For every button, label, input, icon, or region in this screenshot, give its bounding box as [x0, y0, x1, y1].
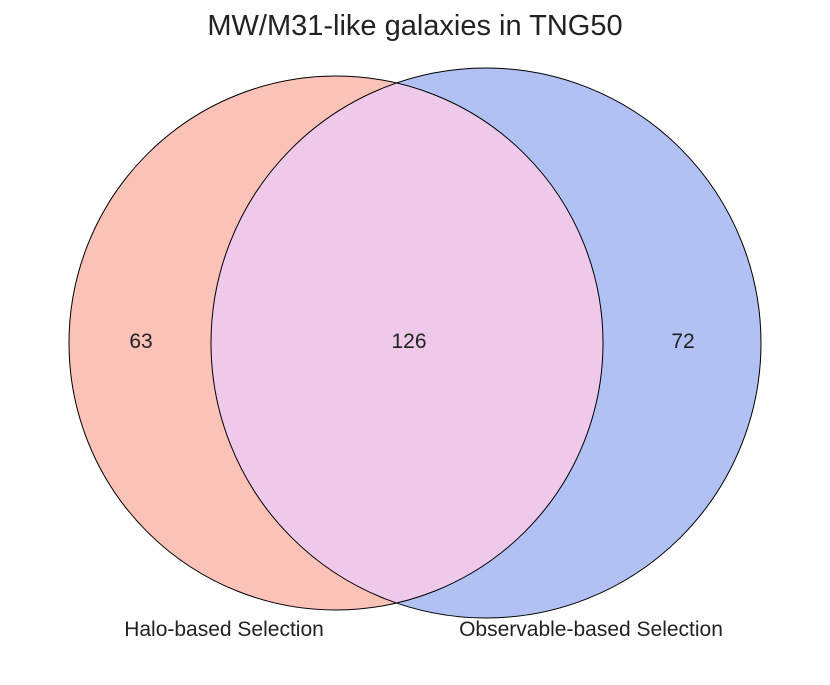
- observable-based-set-label: Observable-based Selection: [459, 618, 723, 641]
- observable-only-count: 72: [671, 330, 694, 353]
- halo-based-set-label: Halo-based Selection: [124, 618, 324, 641]
- diagram-title: MW/M31-like galaxies in TNG50: [207, 10, 622, 42]
- intersection-count: 126: [391, 330, 426, 353]
- observable-based-set-outline: [210, 67, 762, 619]
- halo-based-set-outline: [68, 75, 604, 611]
- overlap-region: [211, 76, 603, 610]
- halo-only-count: 63: [129, 330, 152, 353]
